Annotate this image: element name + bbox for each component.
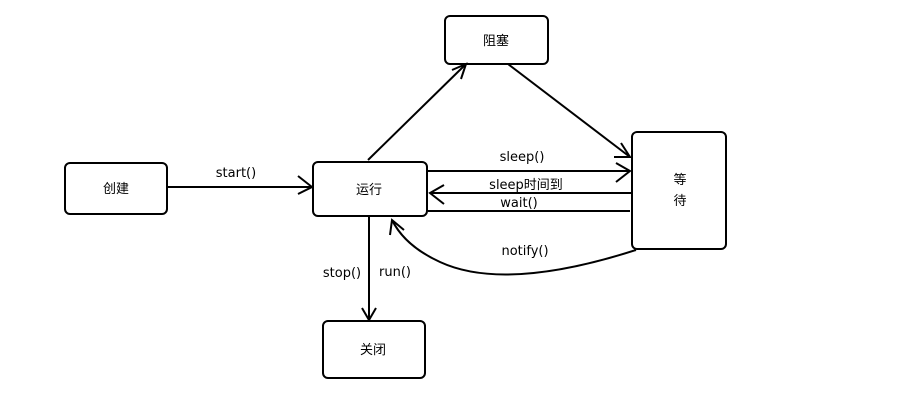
edge-run-to-close: stop() run() <box>323 216 411 322</box>
node-create-box <box>64 162 168 215</box>
edge-block-to-wait-arrowhead <box>614 142 632 158</box>
node-close-label: 关闭 <box>360 343 386 358</box>
node-block-label: 阻塞 <box>483 33 509 49</box>
edge-start: start() <box>167 166 314 195</box>
edge-sleep-timeout: sleep时间到 <box>428 178 632 205</box>
node-wait-label-line2: 待 <box>673 194 686 209</box>
node-block: 阻塞 <box>444 15 549 65</box>
edge-sleep: sleep() <box>428 150 632 183</box>
edge-block-to-wait <box>507 63 632 158</box>
node-wait: 等 待 <box>631 131 727 250</box>
edge-wait-label: wait() <box>500 196 537 211</box>
edge-sleep-timeout-label: sleep时间到 <box>489 178 563 193</box>
edge-notify: notify() <box>389 218 637 276</box>
node-create: 创建 <box>64 162 168 215</box>
edge-run-to-block <box>367 62 468 161</box>
node-close: 关闭 <box>322 320 426 379</box>
node-wait-box <box>631 131 727 250</box>
node-run-label: 运行 <box>356 183 382 198</box>
edge-notify-arrowhead <box>389 218 405 236</box>
edge-wait: wait() <box>428 196 630 212</box>
edge-run-to-close-arrowhead <box>361 307 377 322</box>
edge-stop-label: stop() <box>323 266 361 281</box>
edge-run-to-block-arrowhead <box>451 62 468 80</box>
edge-run-to-block-line <box>367 63 467 161</box>
edge-notify-label: notify() <box>501 244 548 259</box>
node-run: 运行 <box>312 161 428 217</box>
edge-run-label: run() <box>379 265 411 280</box>
node-wait-label-line1: 等 <box>673 172 686 188</box>
edge-notify-curve <box>391 219 637 276</box>
node-create-label: 创建 <box>103 182 129 197</box>
node-close-box <box>322 320 426 379</box>
edge-sleep-timeout-arrowhead <box>428 184 445 205</box>
edge-sleep-label: sleep() <box>500 150 545 165</box>
edge-start-arrowhead <box>297 175 314 195</box>
edge-block-to-wait-line <box>507 63 631 158</box>
node-block-box <box>444 15 549 65</box>
edge-sleep-arrowhead <box>615 162 632 183</box>
edge-start-label: start() <box>216 166 256 181</box>
